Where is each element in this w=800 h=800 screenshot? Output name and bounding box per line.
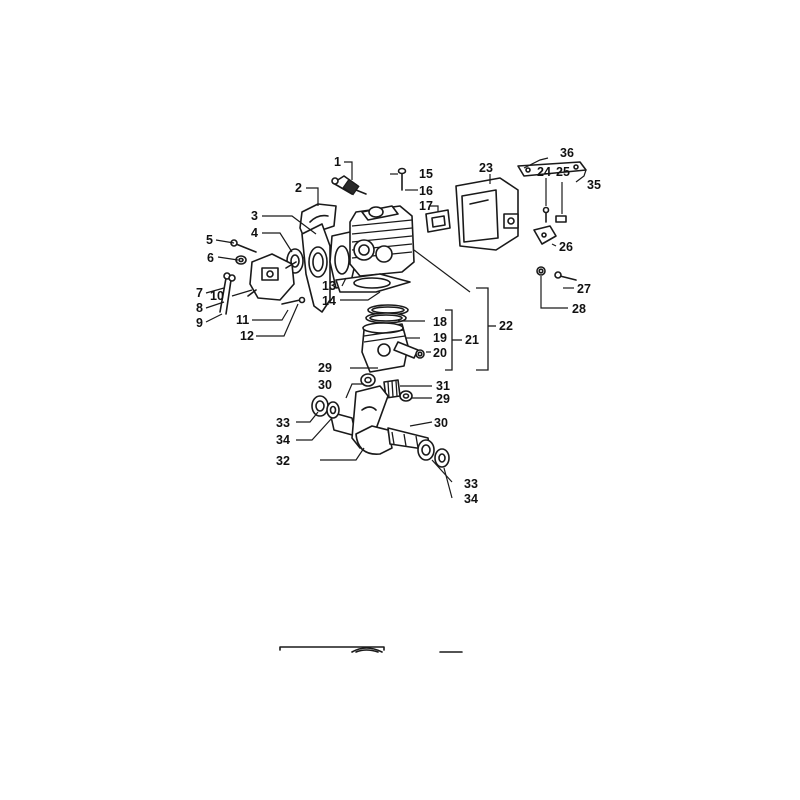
callout-23: 23 [479,161,493,175]
callout-24: 24 [537,165,551,179]
base-gasket [335,273,411,293]
crankshaft [329,385,431,455]
cylinder [349,205,415,277]
callout-32: 32 [276,454,290,468]
callout-12: 12 [240,329,254,343]
muffler [455,177,519,251]
piston-rings [365,304,409,324]
callout-1: 1 [334,155,341,169]
callout-22: 22 [499,319,513,333]
spark-plug [331,175,367,196]
callout-33a: 33 [276,416,290,430]
intake-flange [301,223,331,313]
group-brackets [445,287,496,371]
callout-36: 36 [560,146,574,160]
callout-6: 6 [207,251,214,265]
callout-30a: 30 [318,378,332,392]
callout-17: 17 [419,199,433,213]
piston [361,322,409,373]
carburetor [247,253,297,301]
callout-18: 18 [433,315,447,329]
callout-16: 16 [419,184,433,198]
bearing-left [311,395,340,419]
callout-34a: 34 [276,433,290,447]
callout-8: 8 [196,301,203,315]
bearing-right [417,439,450,468]
callout-7: 7 [196,286,203,300]
exhaust-gasket [425,209,451,233]
callout-31: 31 [436,379,450,393]
muffler-plate [517,161,587,177]
callout-25: 25 [556,165,570,179]
muffler-screws [542,206,567,223]
callout-26: 26 [559,240,573,254]
callout-11: 11 [236,313,249,327]
callout-21: 21 [465,333,479,347]
piston-pin [393,341,419,359]
callout-29a: 29 [318,361,332,375]
callout-labels: 1 2 3 4 5 6 7 8 9 10 11 12 13 14 15 16 1… [196,146,601,506]
callout-10: 10 [210,289,224,303]
nut-28 [536,266,546,276]
callout-29b: 29 [436,392,450,406]
callout-5: 5 [206,233,213,247]
circlip [415,349,425,359]
callout-35: 35 [587,178,601,192]
screw-5 [230,239,257,253]
callout-2: 2 [295,181,302,195]
muffler-bracket [533,225,557,245]
leader-lines [205,157,587,499]
callout-15: 15 [419,167,433,181]
callout-4: 4 [251,226,258,240]
callout-20: 20 [433,346,447,360]
callout-28: 28 [572,302,586,316]
screw-27 [554,271,577,281]
callout-14: 14 [322,294,336,308]
callout-19: 19 [433,331,447,345]
pins-7-8-9 [219,272,236,315]
callout-3: 3 [251,209,258,223]
callout-9: 9 [196,316,203,330]
callout-30b: 30 [434,416,448,430]
screw-11 [281,296,306,305]
callout-33b: 33 [464,477,478,491]
callout-34b: 34 [464,492,478,506]
callout-13: 13 [322,279,336,293]
next-diagram-fragment [279,646,463,653]
callout-27: 27 [577,282,591,296]
needle-bearing [360,373,413,402]
cylinder-screw [397,167,407,191]
